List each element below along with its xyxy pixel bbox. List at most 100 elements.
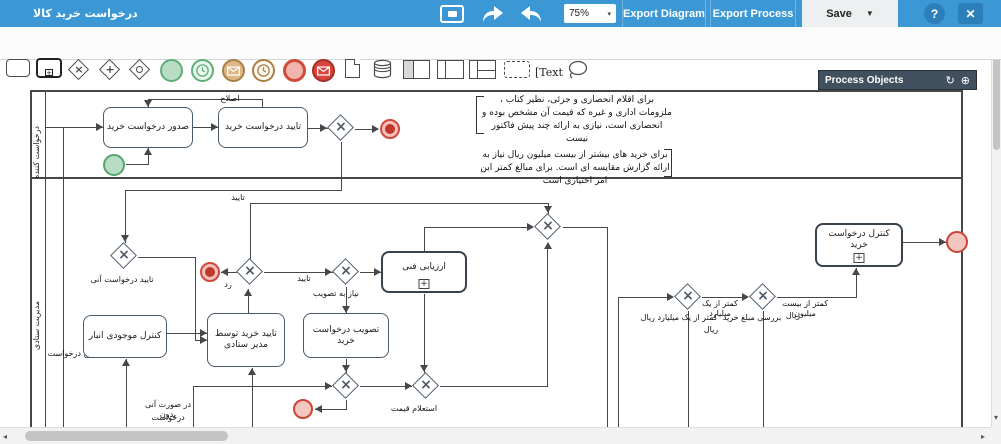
task-issue-purchase-request[interactable]: صدور درخواست خريد — [103, 107, 193, 148]
scroll-left-icon[interactable]: ◂ — [3, 432, 8, 441]
arrowhead-icon — [121, 235, 129, 242]
sequence-flow — [424, 294, 425, 373]
palette-pool-filled-icon[interactable] — [403, 60, 430, 79]
title-bar: درخواست خريد كالا 75% ▾ Export Diagram E… — [0, 0, 1001, 27]
sequence-flow — [126, 359, 127, 427]
gateway-price-inquiry[interactable]: × — [412, 372, 440, 400]
arrowhead-icon — [200, 329, 207, 337]
scroll-down-icon[interactable]: ▾ — [994, 413, 999, 422]
gateway-check-amount-1[interactable]: × — [674, 283, 702, 311]
subprocess-technical-evaluation[interactable]: ارزيابی فنی+ — [381, 251, 467, 293]
scroll-right-icon[interactable]: ▸ — [981, 432, 986, 441]
gateway-instant-request-check[interactable]: × — [110, 242, 138, 270]
arrowhead-icon — [742, 293, 749, 301]
sequence-flow — [424, 227, 530, 228]
gateway-need-ratification[interactable]: × — [332, 258, 360, 286]
close-button[interactable]: ✕ — [958, 3, 983, 24]
end-event-bottom[interactable] — [293, 399, 313, 419]
arrowhead-icon — [325, 382, 332, 390]
palette-pool-lanes-icon[interactable] — [469, 60, 496, 79]
add-object-icon[interactable]: ⊕ — [960, 73, 970, 87]
sequence-flow — [63, 127, 64, 427]
redo-icon[interactable] — [478, 4, 508, 23]
vertical-scroll-thumb[interactable] — [993, 55, 1000, 150]
arrowhead-icon — [211, 123, 218, 131]
palette-document-icon[interactable] — [345, 59, 360, 78]
subprocess-expand-icon[interactable]: + — [853, 253, 865, 263]
zoom-select[interactable]: 75% ▾ — [564, 4, 616, 23]
save-button[interactable]: Save ▼ — [802, 0, 898, 27]
pool-border — [30, 177, 963, 179]
sequence-flow — [195, 257, 196, 341]
edge-label: رد — [224, 280, 232, 289]
arrowhead-icon — [320, 124, 327, 132]
palette-inclusive-gateway-icon[interactable] — [127, 58, 153, 82]
palette-exclusive-gateway-icon[interactable]: × — [66, 58, 92, 82]
subprocess-expand-icon[interactable]: + — [418, 279, 430, 289]
gateway-approve-or-reject[interactable]: × — [236, 258, 264, 286]
undo-icon[interactable] — [516, 4, 546, 23]
sequence-flow — [424, 227, 425, 252]
gateway-merge[interactable]: × — [534, 213, 562, 241]
palette-datastore-icon[interactable] — [372, 59, 393, 83]
gateway-approval-check[interactable]: × — [327, 114, 355, 142]
edge-label: تاييد — [297, 274, 311, 283]
palette-pool-icon[interactable] — [437, 60, 464, 79]
annotation-bracket-icon — [476, 96, 484, 134]
edge-label: کمتر از بيست ميليون — [781, 299, 829, 318]
palette-timer-start-icon[interactable] — [191, 59, 214, 82]
end-event-reject[interactable] — [200, 262, 220, 282]
task-approve-purchase-request[interactable]: تاييد درخواست خريد — [218, 107, 308, 148]
end-event-top[interactable] — [380, 119, 400, 139]
help-button[interactable]: ? — [924, 3, 945, 24]
sequence-flow — [360, 272, 382, 273]
start-event[interactable] — [103, 154, 125, 176]
annotation-bracket-icon — [664, 149, 672, 177]
end-event-final[interactable] — [946, 231, 968, 253]
edge-label: نياز به تصويب — [313, 289, 359, 298]
arrowhead-icon — [200, 336, 207, 344]
palette-start-event-icon[interactable] — [160, 59, 183, 82]
sequence-flow — [355, 129, 378, 130]
gateway-x-icon: × — [757, 288, 769, 304]
palette-message-start-icon[interactable] — [222, 59, 245, 82]
palette-subprocess-icon[interactable]: + — [36, 58, 62, 78]
edge-label: تاييد درخواست آنی — [90, 275, 154, 284]
palette-message-end-icon[interactable] — [312, 59, 335, 82]
palette-task-icon[interactable] — [6, 59, 30, 77]
task-inventory-check[interactable]: کنترل موجودی انبار — [83, 315, 167, 358]
palette-timer-intermediate-icon[interactable] — [252, 59, 275, 82]
palette-group-icon[interactable] — [504, 61, 530, 78]
text-annotation[interactable]: برای خريد های بيشتر از بيست ميليون ريال … — [480, 150, 670, 186]
sequence-flow — [148, 148, 149, 165]
refresh-icon[interactable]: ↻ — [945, 73, 955, 87]
pool-border — [961, 90, 963, 444]
subprocess-control-purchase-request[interactable]: کنترل درخواست خريد+ — [815, 223, 903, 267]
arrowhead-icon — [342, 365, 350, 372]
sequence-flow — [607, 227, 608, 427]
export-process-button[interactable]: Export Process — [710, 0, 796, 27]
edge-label: در صورت آنی بدون — [145, 400, 191, 419]
text-annotation[interactable]: برای اقلام انحصاری و جزئی، نظير کتاب ، م… — [482, 95, 672, 144]
fullscreen-icon[interactable] — [439, 4, 465, 23]
palette-parallel-gateway-icon[interactable]: + — [97, 58, 123, 82]
horizontal-scrollbar[interactable]: ◂ ▸ — [0, 427, 991, 444]
sequence-flow — [315, 409, 347, 410]
arrowhead-icon — [852, 268, 860, 275]
export-diagram-button[interactable]: Export Diagram — [622, 0, 706, 27]
palette-lasso-icon[interactable] — [567, 60, 588, 83]
gateway-check-amount-2[interactable]: × — [749, 283, 777, 311]
sequence-flow — [125, 190, 126, 243]
gateway-x-icon: × — [682, 288, 694, 304]
horizontal-scroll-thumb[interactable] — [25, 431, 228, 441]
palette-end-event-icon[interactable] — [283, 59, 306, 82]
gateway-after-ratification[interactable]: × — [332, 372, 360, 400]
task-manager-approval[interactable]: تاييد خريد توسط مدير ستادی — [207, 313, 285, 367]
palette-text-annotation-icon[interactable]: [Text — [535, 66, 563, 79]
process-objects-panel[interactable]: Process Objects ↻ ⊕ — [818, 70, 977, 90]
vertical-scrollbar[interactable]: ▴ ▾ — [991, 0, 1001, 427]
sequence-flow — [308, 128, 328, 129]
zoom-value: 75% — [569, 8, 590, 19]
task-ratify-purchase-request[interactable]: تصويب درخواست خريد — [303, 313, 389, 358]
